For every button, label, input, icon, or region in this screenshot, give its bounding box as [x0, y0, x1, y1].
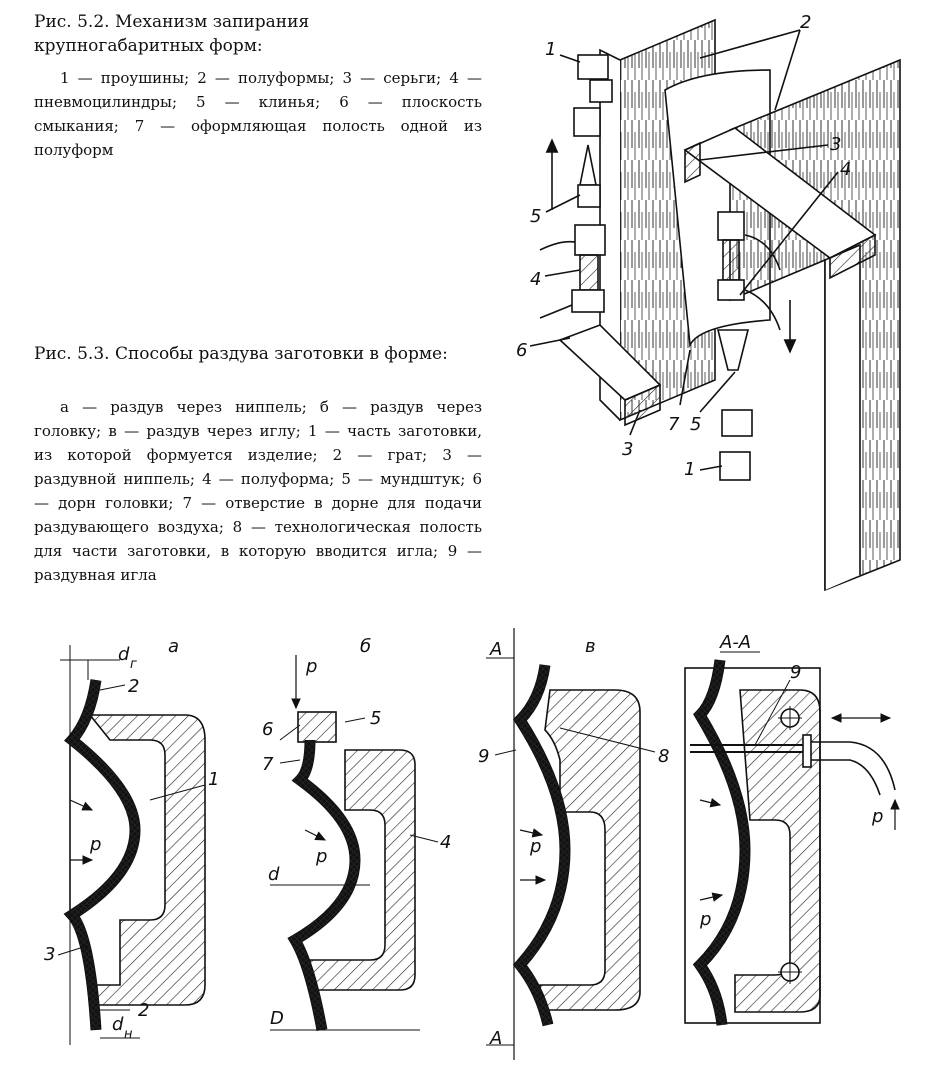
panel-a-letter: а [168, 636, 179, 657]
panel-b-label-5: 5 [370, 708, 381, 729]
panel-a-drawing [57, 645, 206, 1045]
panel-a-label-2b: 2 [138, 1000, 149, 1021]
fig53-legend: а — раздув через ниппель; б — раздув чер… [34, 398, 482, 584]
panel-a-label-dn: d [112, 1014, 124, 1035]
panel-v-label-p: p [529, 836, 541, 857]
panel-aa-label-9: 9 [790, 662, 801, 683]
panel-a-label-3: 3 [44, 944, 55, 965]
panel-b-labels: б p 6 5 7 p 4 d D [262, 636, 451, 1029]
panel-a-label-d-sub: г [130, 657, 137, 672]
fig52-legend: 1 — проушины; 2 — полуформы; 3 — серьги;… [34, 69, 482, 159]
panel-aa-labels: А-А 9 p p [699, 632, 883, 930]
fig52-label-4: 4 [840, 159, 851, 180]
fig52-label-1b: 1 [684, 459, 695, 480]
panel-b-label-p: p [305, 656, 317, 677]
panel-b-label-4: 4 [440, 832, 451, 853]
fig52-label-5b: 5 [690, 414, 701, 435]
panel-v-labels: в A 9 8 p A [478, 636, 669, 1049]
fig52-label-7: 7 [668, 414, 680, 435]
panel-a-label-d: d [118, 644, 130, 665]
fig52-label-6: 6 [516, 340, 527, 361]
fig52-label-5: 5 [530, 206, 541, 227]
fig52-label-3: 3 [830, 134, 841, 155]
fig52-drawing [529, 18, 901, 592]
panel-b-label-d: d [268, 864, 280, 885]
panel-aa-drawing [684, 651, 900, 1026]
panel-b-label-D: D [270, 1008, 284, 1029]
panel-v-label-9: 9 [478, 746, 489, 767]
panel-aa-label-p: p [871, 806, 883, 827]
panel-b-letter: б [360, 636, 371, 657]
panel-a-label-p: p [89, 834, 101, 855]
fig53-title: Рис. 5.3. Способы раздува заготовки в фо… [34, 344, 448, 364]
panel-a-label-dn-sub: н [124, 1027, 133, 1042]
panel-v-label-A: A [489, 639, 502, 660]
panel-b-drawing [270, 655, 439, 1031]
fig52-labels: 1 2 3 4 5 4 6 7 5 3 1 [516, 12, 851, 480]
fig52-label-1: 1 [545, 39, 556, 60]
panel-aa-letter: А-А [719, 632, 751, 653]
panel-v-label-A2: A [489, 1028, 502, 1049]
panel-b-label-6: 6 [262, 719, 273, 740]
fig52-title: Рис. 5.2. Механизм запирания крупногабар… [34, 12, 310, 56]
panel-aa-label-p2: p [699, 909, 711, 930]
fig52-label-2: 2 [800, 12, 811, 33]
panel-v-label-8: 8 [658, 746, 669, 767]
fig52-label-3b: 3 [622, 439, 633, 460]
panel-b-label-p2: p [315, 846, 327, 867]
panel-a-label-1: 1 [208, 769, 219, 790]
fig52-label-4b: 4 [530, 269, 541, 290]
panel-v-drawing [486, 628, 656, 1060]
panel-a-label-2: 2 [128, 676, 139, 697]
panel-a-labels: а d г 2 1 p 3 2 d н [44, 636, 219, 1042]
panel-v-letter: в [585, 636, 596, 657]
panel-b-label-7: 7 [262, 754, 274, 775]
